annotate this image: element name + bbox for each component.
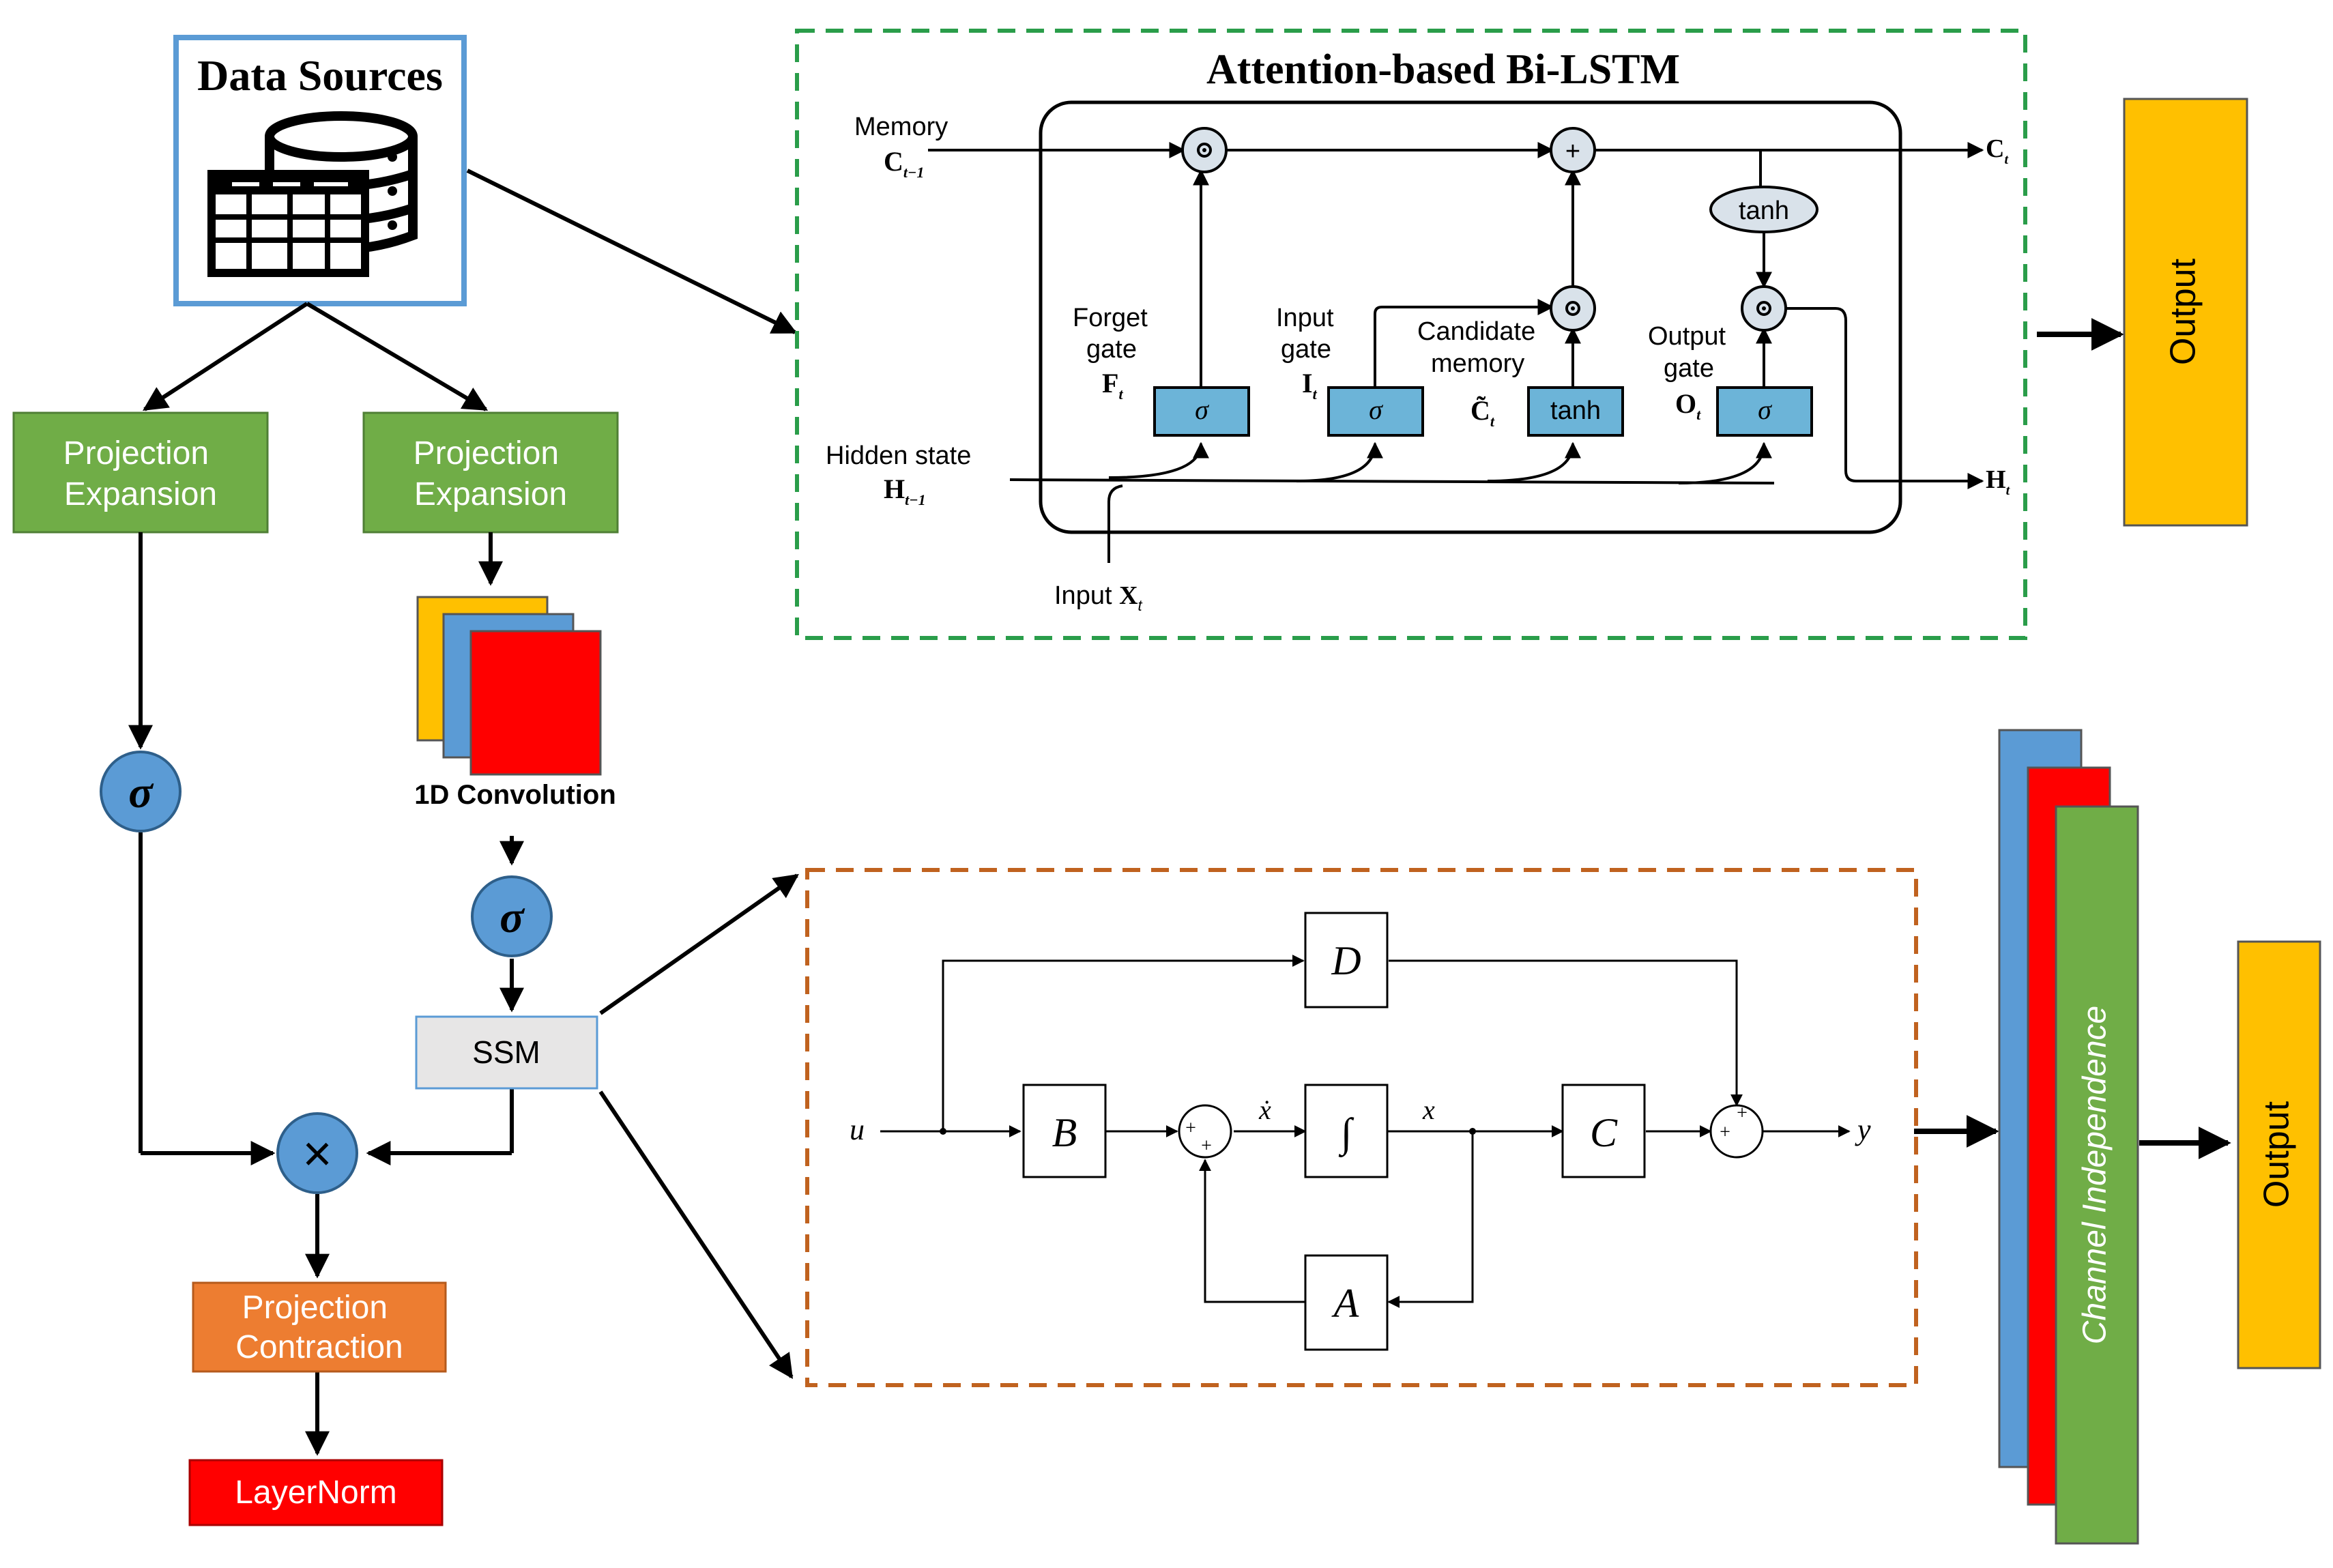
- svg-text:Memory: Memory: [854, 113, 948, 141]
- layernorm-block: LayerNorm: [188, 1459, 444, 1526]
- svg-text:SSM: SSM: [472, 1034, 540, 1070]
- svg-text:Ht: Ht: [1986, 465, 2011, 498]
- svg-text:Output: Output: [2164, 258, 2203, 365]
- svg-text:Candidate: Candidate: [1417, 317, 1535, 346]
- svg-text:C: C: [1590, 1110, 1618, 1155]
- svg-text:gate: gate: [1281, 335, 1331, 364]
- svg-text:LayerNorm: LayerNorm: [235, 1475, 396, 1511]
- svg-text:+: +: [1201, 1135, 1212, 1157]
- svg-text:B: B: [1052, 1110, 1077, 1155]
- lstm-labels: Memory Ct−1 Hidden state Ht−1 Input Xt F…: [826, 113, 2011, 614]
- svg-text:+: +: [1720, 1122, 1730, 1143]
- ssm-connectors: [598, 873, 799, 1379]
- channel-independence-label: Channel Independence: [2077, 1006, 2113, 1344]
- svg-text:A: A: [1331, 1281, 1359, 1326]
- ssm-b-box: B: [1022, 1084, 1107, 1178]
- svg-text:Ft: Ft: [1102, 368, 1123, 403]
- ssm-u-label: u: [850, 1113, 865, 1146]
- sigma-node-right: σ: [471, 875, 553, 957]
- ssm-xdot-label: ẋ: [1258, 1094, 1271, 1125]
- ssm-sum-left: + +: [1178, 1104, 1232, 1159]
- bilstm-block: Attention-based Bi-LSTM: [795, 29, 2027, 640]
- svg-text:Output: Output: [2257, 1101, 2297, 1208]
- svg-text:Ht−1: Ht−1: [884, 474, 926, 508]
- svg-text:σ: σ: [1195, 394, 1209, 425]
- projection-contraction: Projection Contraction: [192, 1281, 447, 1373]
- svg-text:Projection Contraction: Projection Contraction: [235, 1290, 403, 1365]
- lstm-input-odot: [1550, 285, 1596, 332]
- left-branch-lines: [128, 532, 524, 1456]
- lstm-forget-odot: [1181, 127, 1228, 173]
- output-bottom: Output: [2237, 940, 2321, 1369]
- database-table-icon: [207, 111, 418, 277]
- svg-text:Output: Output: [1648, 322, 1726, 351]
- svg-text:C̃t: C̃t: [1470, 395, 1495, 430]
- svg-text:gate: gate: [1086, 335, 1137, 364]
- ssm-a-box: A: [1304, 1254, 1389, 1351]
- svg-text:σ: σ: [128, 768, 154, 817]
- svg-text:memory: memory: [1431, 349, 1524, 378]
- projection-expansion-left: Projection Expansion: [12, 411, 269, 534]
- svg-text:Input: Input: [1276, 304, 1334, 332]
- svg-text:+: +: [1185, 1118, 1196, 1139]
- svg-text:×: ×: [302, 1125, 332, 1182]
- conv-stack: [416, 596, 602, 776]
- svg-text:tanh: tanh: [1550, 396, 1601, 425]
- svg-text:Hidden state: Hidden state: [826, 441, 971, 470]
- lstm-output-sigma: σ: [1716, 386, 1813, 437]
- ssm-sum-right: + +: [1709, 1103, 1764, 1159]
- lstm-output-odot: [1741, 285, 1787, 332]
- svg-text:Projection Expansion: Projection Expansion: [63, 435, 218, 512]
- svg-text:tanh: tanh: [1739, 197, 1789, 225]
- svg-text:Ct: Ct: [1986, 134, 2009, 167]
- svg-text:Forget: Forget: [1073, 304, 1148, 332]
- lstm-input-sigma: σ: [1327, 386, 1424, 437]
- multiply-node: ×: [276, 1112, 358, 1194]
- svg-text:+: +: [1737, 1103, 1748, 1124]
- channel-independence-stack: Channel Independence: [1998, 729, 2139, 1545]
- lstm-plus-node: +: [1550, 127, 1596, 173]
- svg-text:D: D: [1331, 938, 1361, 983]
- conv-label: 1D Convolution: [414, 780, 616, 810]
- svg-text:It: It: [1302, 368, 1318, 403]
- svg-text:Ct−1: Ct−1: [884, 146, 924, 181]
- data-source-connectors: [142, 169, 798, 411]
- sigma-node-left: σ: [100, 751, 182, 832]
- data-sources-block: Data Sources: [173, 35, 467, 306]
- svg-text:Ot: Ot: [1675, 388, 1701, 423]
- svg-text:∫: ∫: [1339, 1110, 1354, 1158]
- lstm-tanh-node: tanh: [1709, 186, 1818, 233]
- ssm-d-box: D: [1304, 912, 1389, 1008]
- ssm-node: SSM: [415, 1015, 598, 1090]
- ssm-block: B D ∫ C A + + + + u y ẋ x: [805, 868, 1918, 1387]
- ssm-x-label: x: [1422, 1094, 1435, 1125]
- svg-text:Input Xt: Input Xt: [1054, 581, 1143, 614]
- projection-expansion-right: Projection Expansion: [362, 411, 619, 534]
- data-sources-title: Data Sources: [197, 51, 443, 100]
- ssm-int-box: ∫: [1304, 1084, 1389, 1178]
- svg-text:gate: gate: [1664, 354, 1714, 383]
- ssm-y-label: y: [1855, 1113, 1871, 1146]
- bilstm-title: Attention-based Bi-LSTM: [1206, 46, 1680, 93]
- ssm-c-box: C: [1561, 1084, 1646, 1178]
- svg-text:σ: σ: [1758, 394, 1772, 425]
- svg-text:σ: σ: [1369, 394, 1383, 425]
- svg-text:σ: σ: [499, 892, 525, 942]
- lstm-forget-sigma: σ: [1153, 386, 1250, 437]
- output-top: Output: [2123, 98, 2248, 527]
- svg-text:+: +: [1565, 137, 1580, 166]
- svg-text:Projection Expansion: Projection Expansion: [414, 435, 568, 512]
- lstm-candidate-tanh: tanh: [1527, 386, 1624, 437]
